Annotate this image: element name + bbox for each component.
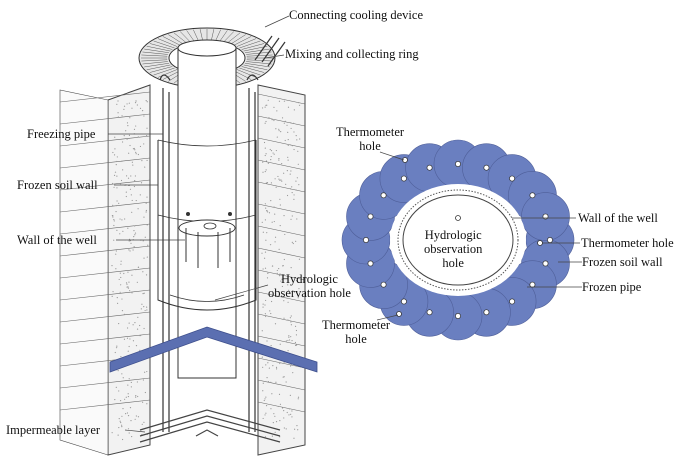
frozen-pipe-holes	[363, 161, 553, 319]
shaft-cutaway	[59, 27, 318, 456]
label-hydrologic-hole-left: Hydrologic observation hole	[268, 272, 351, 300]
impermeable-layer-band	[109, 326, 318, 373]
plan-view	[341, 139, 575, 341]
label-wall-of-well-left: Wall of the well	[17, 233, 97, 247]
cooling-connector-pipes	[254, 35, 286, 67]
thermometer-hole-bottom	[396, 311, 402, 317]
label-connecting-cooling-device: Connecting cooling device	[289, 8, 423, 22]
thermometer-hole-top	[402, 157, 408, 163]
leader-lines-right	[376, 151, 582, 321]
label-frozen-soil-wall-right: Frozen soil wall	[582, 255, 663, 269]
leader-lines-left	[108, 15, 290, 433]
label-freezing-pipe: Freezing pipe	[27, 127, 96, 141]
well-wall-ring-inner	[402, 194, 514, 286]
label-hydrologic-hole-center: Hydrologic observation hole	[424, 228, 483, 270]
soil-strata-right	[257, 84, 306, 456]
label-mixing-collecting-ring: Mixing and collecting ring	[285, 47, 419, 61]
hydrologic-hole-marker	[455, 215, 461, 221]
label-impermeable-layer: Impermeable layer	[6, 423, 101, 437]
well-wall-ring-outer	[397, 189, 519, 291]
freezing-pipes	[162, 88, 256, 432]
label-thermometer-hole-top: Thermometer hole	[336, 125, 405, 153]
label-frozen-pipe: Frozen pipe	[582, 280, 642, 294]
bottom-base	[139, 409, 281, 443]
label-frozen-soil-wall-left: Frozen soil wall	[17, 178, 98, 192]
thermometer-hole-right	[537, 240, 543, 246]
label-wall-of-well-right: Wall of the well	[578, 211, 658, 225]
label-thermometer-hole-right: Thermometer hole	[581, 236, 674, 250]
label-thermometer-hole-left: Thermometer hole	[322, 318, 391, 346]
